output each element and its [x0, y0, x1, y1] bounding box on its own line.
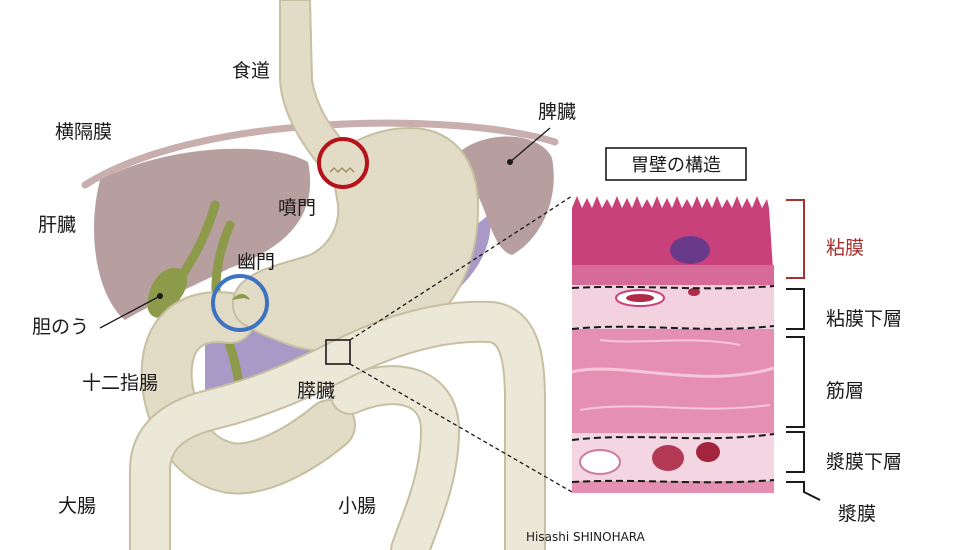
bracket-subserosa [786, 431, 805, 473]
layer-label-mucosa: 粘膜 [826, 237, 864, 259]
stomach [231, 126, 480, 353]
inset-title: 胃壁の構造 [631, 155, 721, 176]
layer-label-subserosa: 漿膜下層 [826, 451, 902, 473]
cardia-marker [317, 137, 369, 189]
gallbladder [147, 267, 188, 318]
bracket-mucosa [786, 199, 805, 279]
spleen-pointer [509, 127, 551, 163]
bracket-serosa [786, 481, 821, 501]
label-large-intestine: 大腸 [58, 495, 96, 517]
layer-label-serosa: 漿膜 [838, 503, 876, 525]
bracket-muscularis [786, 336, 805, 428]
label-spleen: 脾臓 [538, 101, 576, 123]
label-small-intestine: 小腸 [338, 495, 376, 517]
histology-section [571, 190, 775, 495]
callout-line-lower [349, 363, 573, 493]
inset-title-box [605, 147, 747, 181]
label-esophagus: 食道 [232, 60, 270, 82]
label-liver: 肝臓 [38, 214, 76, 236]
label-duodenum: 十二指腸 [82, 372, 158, 394]
spleen [460, 136, 554, 255]
author-credit: Hisashi SHINOHARA [526, 530, 646, 544]
stomach-wall-box [325, 339, 351, 365]
label-diaphragm: 横隔膜 [55, 121, 112, 143]
callout-line-upper [349, 195, 573, 341]
gallbladder-pointer [99, 295, 161, 329]
layer-label-submucosa: 粘膜下層 [826, 308, 902, 330]
label-gallbladder: 胆のう [32, 316, 89, 338]
label-cardia: 噴門 [278, 197, 316, 219]
layer-label-muscularis: 筋層 [826, 380, 864, 402]
label-pancreas: 膵臓 [297, 380, 335, 402]
label-pylorus: 幽門 [237, 251, 275, 273]
pylorus-marker [211, 274, 269, 332]
bracket-submucosa [786, 288, 805, 330]
